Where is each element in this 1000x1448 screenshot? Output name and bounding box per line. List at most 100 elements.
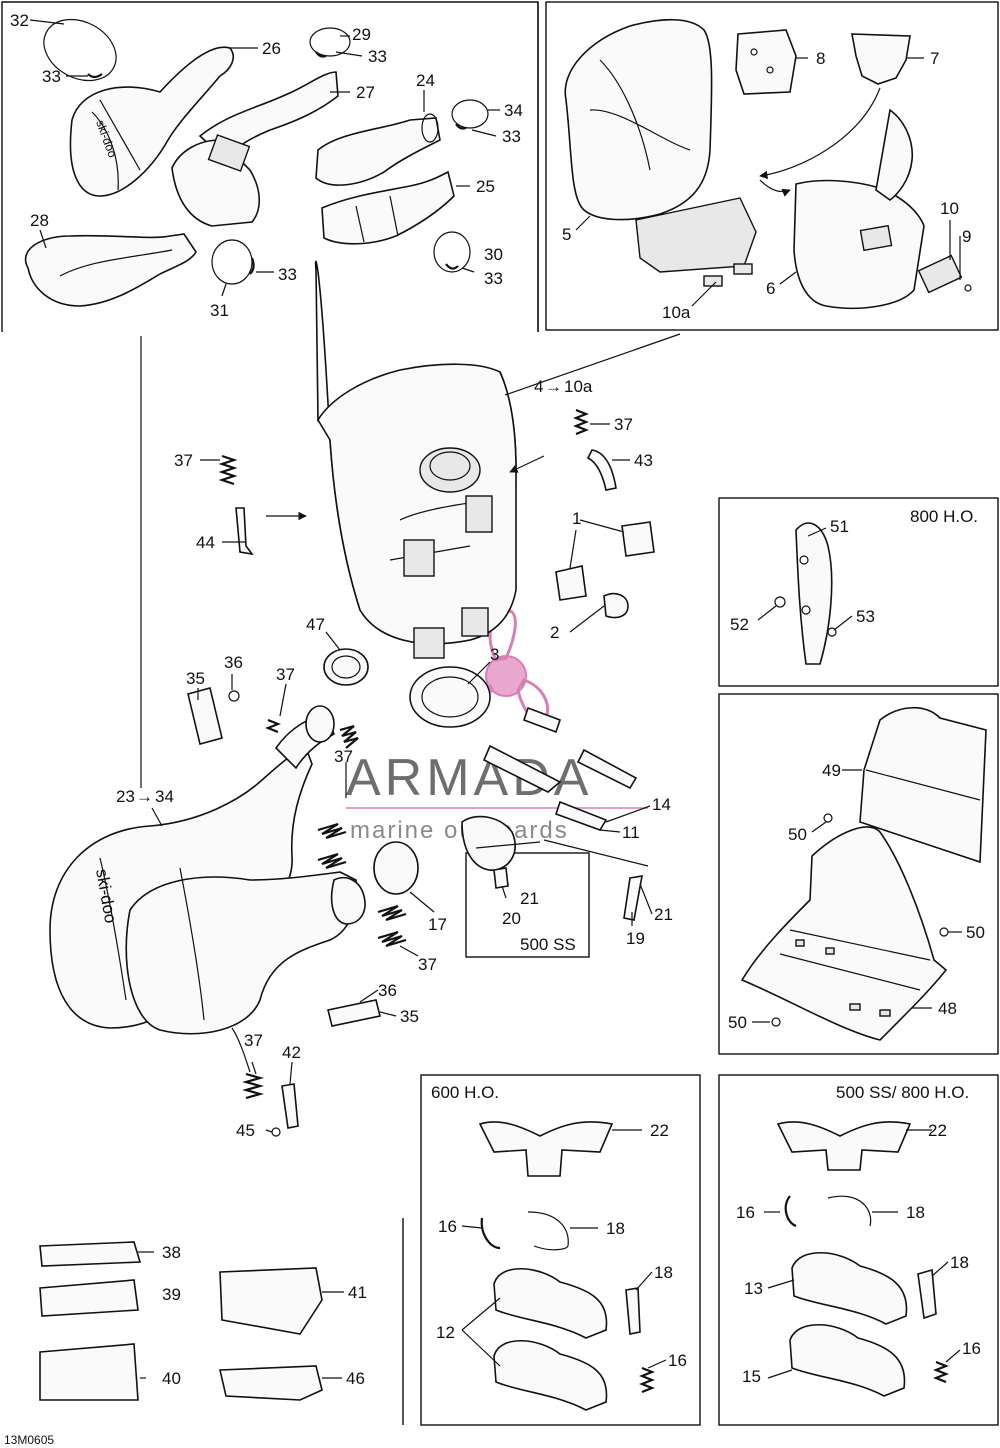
section-800ho: 800 H.O.: [910, 507, 978, 526]
label-41: 41: [348, 1283, 367, 1302]
label-42: 42: [282, 1043, 301, 1062]
600ho-parts: [478, 1121, 655, 1411]
label-29: 29: [352, 25, 371, 44]
top-right-parts: [564, 18, 972, 310]
label-12: 12: [436, 1323, 455, 1342]
label-15: 15: [742, 1367, 761, 1386]
label-27: 27: [356, 83, 375, 102]
label-26: 26: [262, 39, 281, 58]
label-49: 49: [822, 761, 841, 780]
label-19: 19: [626, 929, 645, 948]
label-34-a: 34: [504, 101, 523, 120]
label-35-a: 35: [186, 669, 205, 688]
label-35-b: 35: [400, 1007, 419, 1026]
label-8: 8: [816, 49, 825, 68]
label-33-d: 33: [484, 269, 503, 288]
label-9: 9: [962, 227, 971, 246]
label-48: 48: [938, 999, 957, 1018]
800ho-parts: [774, 522, 837, 665]
label-33-e: 33: [278, 265, 297, 284]
label-28: 28: [30, 211, 49, 230]
label-45: 45: [236, 1121, 255, 1140]
section-500ss: 500 SS: [520, 935, 576, 954]
panel-600ho: [420, 1074, 701, 1426]
label-16-c: 16: [736, 1203, 755, 1222]
part-labels: 32 33 26 29 33 27 24 34 33 25 28 30 33 3…: [4, 11, 985, 1447]
panel-800ho: [718, 497, 999, 687]
label-31: 31: [210, 301, 229, 320]
label-37-b: 37: [174, 451, 193, 470]
label-13: 13: [744, 1279, 763, 1298]
label-18-c: 18: [906, 1203, 925, 1222]
label-2: 2: [550, 623, 559, 642]
label-22-a: 22: [650, 1121, 669, 1140]
label-36-b: 36: [378, 981, 397, 1000]
label-1: 1: [572, 509, 581, 528]
label-23: 23: [116, 787, 135, 806]
label-18-b: 18: [654, 1263, 673, 1282]
label-25: 25: [476, 177, 495, 196]
label-46: 46: [346, 1369, 365, 1388]
heat-shield-parts: [740, 707, 987, 1041]
heat-pads: [39, 1241, 323, 1401]
section-600ho: 600 H.O.: [431, 1083, 499, 1102]
label-11: 11: [622, 823, 640, 842]
label-53: 53: [856, 607, 875, 626]
label-16-d: 16: [962, 1339, 981, 1358]
label-21-a: 21: [520, 889, 539, 908]
label-20: 20: [502, 909, 521, 928]
label-40: 40: [162, 1369, 181, 1388]
label-17: 17: [428, 915, 447, 934]
label-51: 51: [830, 517, 849, 536]
label-37-f: 37: [244, 1031, 263, 1050]
diagram-id: 13M0605: [4, 1433, 54, 1447]
plate-10: [917, 254, 963, 294]
label-38: 38: [162, 1243, 181, 1262]
label-10a-b: 10a: [564, 377, 593, 396]
panel-500ss-800ho: [718, 1074, 999, 1426]
label-32: 32: [10, 11, 29, 30]
label-47: 47: [306, 615, 325, 634]
top-left-parts: ski-doo: [25, 18, 489, 307]
armada-watermark: ARMADA marine outboards: [346, 609, 648, 844]
label-6: 6: [766, 279, 775, 298]
label-43: 43: [634, 451, 653, 470]
label-33-a: 33: [42, 67, 61, 86]
main-silencer: [266, 260, 681, 659]
label-37-e: 37: [418, 955, 437, 974]
section-500ss-800ho: 500 SS/ 800 H.O.: [836, 1083, 969, 1102]
label-37-a: 37: [614, 415, 633, 434]
label-10a: 10a: [662, 303, 691, 322]
watermark-brand: ARMADA: [346, 749, 592, 807]
svg-text:→: →: [545, 377, 562, 396]
label-44: 44: [196, 533, 215, 552]
label-14: 14: [652, 795, 671, 814]
panel-heat-shield: [718, 693, 999, 1055]
label-4: 4: [534, 377, 543, 396]
label-5: 5: [562, 225, 571, 244]
label-3: 3: [490, 645, 499, 664]
label-18-a: 18: [606, 1219, 625, 1238]
label-34-b: 34: [155, 787, 174, 806]
label-30: 30: [484, 245, 503, 264]
label-52: 52: [730, 615, 749, 634]
label-22-b: 22: [928, 1121, 947, 1140]
label-37-c: 37: [276, 665, 295, 684]
label-18-d: 18: [950, 1253, 969, 1272]
label-39: 39: [162, 1285, 181, 1304]
label-7: 7: [930, 49, 939, 68]
label-16-a: 16: [438, 1217, 457, 1236]
tuned-pipe-assembly: ski-doo: [49, 705, 649, 1137]
panel-500ss: [465, 852, 590, 958]
label-10: 10: [940, 199, 959, 218]
label-33-b: 33: [368, 47, 387, 66]
label-50-a: 50: [788, 825, 807, 844]
label-50-c: 50: [728, 1013, 747, 1032]
callout-leaders: [29, 19, 962, 1379]
500ss-800ho-parts: [776, 1121, 949, 1397]
label-16-b: 16: [668, 1351, 687, 1370]
label-50-b: 50: [966, 923, 985, 942]
label-24: 24: [416, 71, 435, 90]
